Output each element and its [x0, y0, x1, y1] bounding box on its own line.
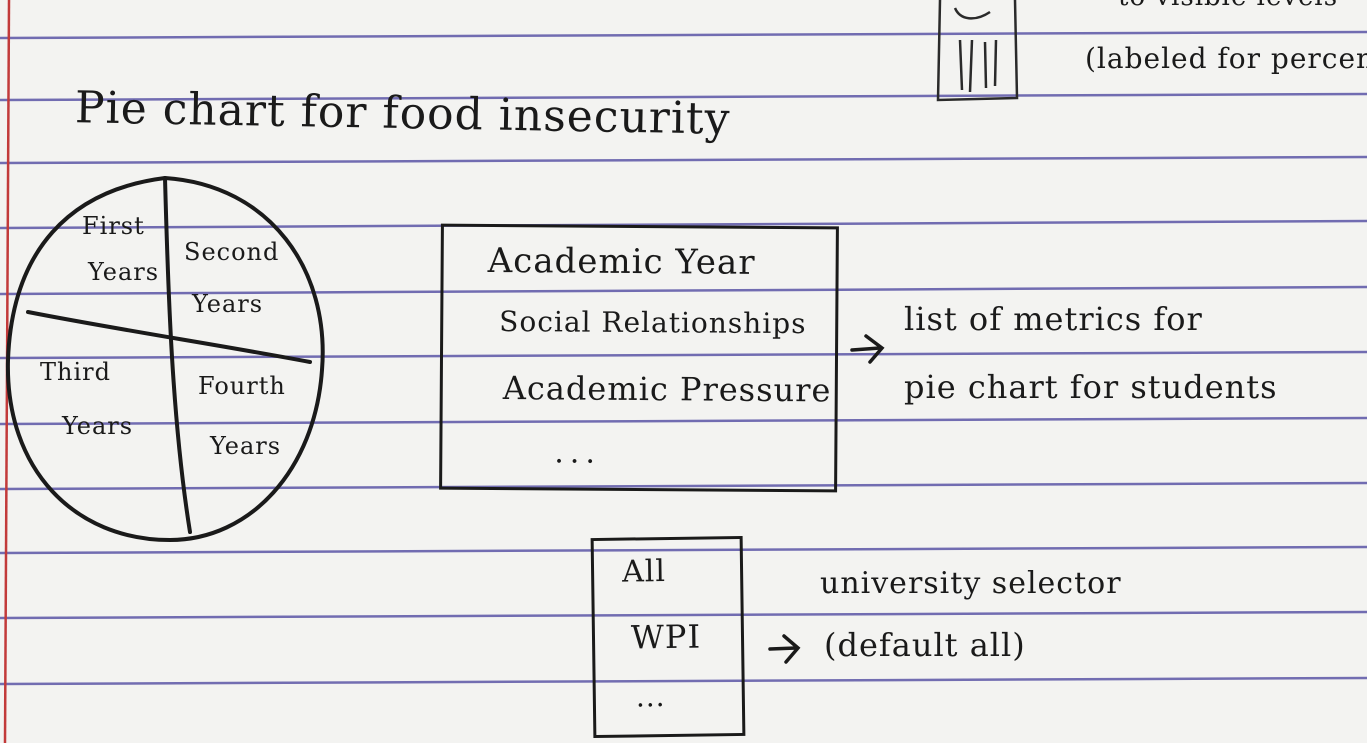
- pie-chart: [5, 175, 325, 543]
- metrics-list-item[interactable]: ...: [554, 435, 602, 471]
- university-selector[interactable]: All WPI ...: [590, 535, 746, 739]
- pie-slice-label: Years: [62, 412, 134, 440]
- university-option-more[interactable]: ...: [635, 680, 666, 714]
- metrics-list-annotation: list of metrics for: [904, 300, 1203, 338]
- university-selector-annotation: university selector: [820, 566, 1122, 601]
- metrics-list-item[interactable]: Academic Year: [487, 240, 756, 283]
- metrics-list-item[interactable]: Academic Pressure: [502, 369, 832, 410]
- university-option-wpi[interactable]: WPI: [630, 617, 702, 657]
- pie-slice-label: Fourth: [198, 372, 286, 400]
- top-note-line1: to visible levels: [1118, 0, 1338, 12]
- top-note-line2: (labeled for percents): [1085, 42, 1367, 75]
- pie-slice-label: Years: [88, 258, 160, 286]
- pie-slice-label: Second: [184, 238, 280, 266]
- university-option-all[interactable]: All: [621, 554, 667, 590]
- university-selector-annotation: (default all): [824, 626, 1026, 664]
- pie-slice-label: First: [82, 212, 145, 240]
- pie-slice-label: Years: [192, 290, 264, 318]
- pie-slice-label: Years: [210, 432, 282, 460]
- pie-slice-label: Third: [40, 358, 111, 386]
- metrics-list[interactable]: Academic Year Social Relationships Acade…: [439, 223, 839, 493]
- metrics-list-item[interactable]: Social Relationships: [499, 305, 807, 341]
- metrics-list-annotation: pie chart for students: [904, 368, 1278, 406]
